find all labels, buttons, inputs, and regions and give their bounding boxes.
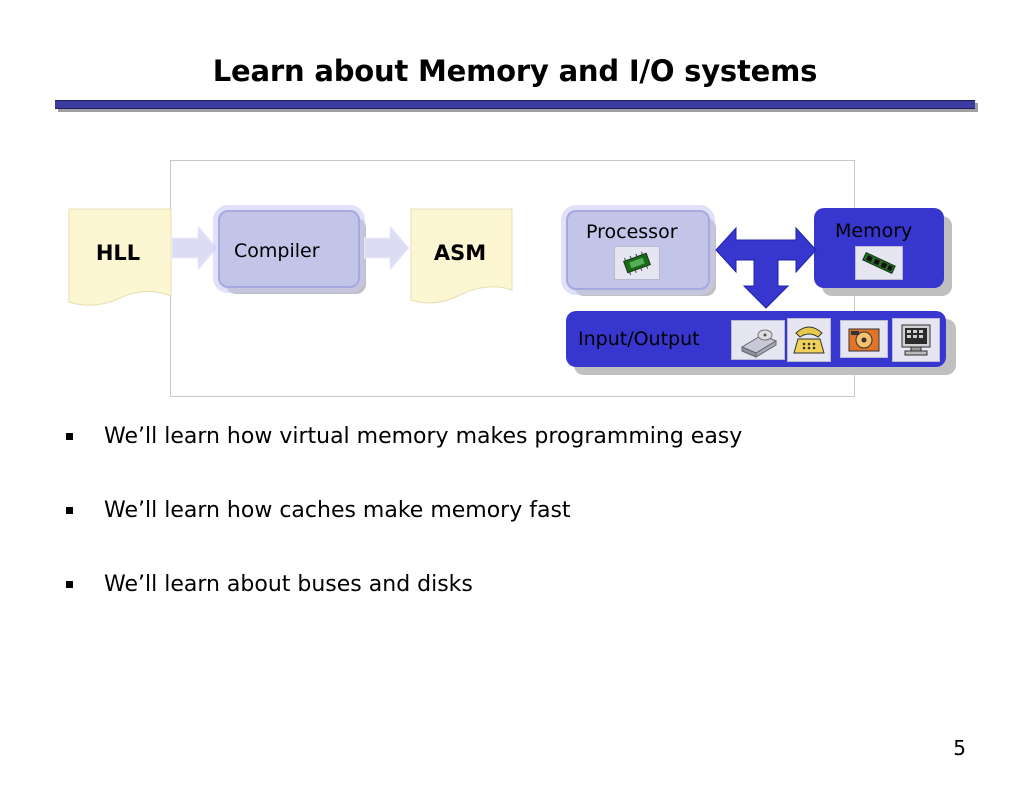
- bullet-text: We’ll learn about buses and disks: [104, 572, 473, 597]
- bus-arrow: [715, 226, 817, 309]
- bullet-icon: [66, 581, 73, 588]
- arrow-compiler-to-asm: [364, 226, 410, 270]
- compiler-box: [218, 210, 360, 288]
- hll-label: HLL: [95, 241, 141, 265]
- cpu-chip-icon: [614, 246, 660, 280]
- title-underline: [55, 100, 975, 109]
- disk-drive-icon: [731, 320, 785, 360]
- bullet-icon: [66, 507, 73, 514]
- page-number: 5: [953, 736, 966, 760]
- telephone-icon: [787, 318, 831, 362]
- hll-document: [68, 208, 172, 306]
- asm-document: [410, 208, 513, 304]
- processor-label: Processor: [586, 221, 678, 243]
- disk-icon: [840, 320, 888, 358]
- computer-monitor-icon: [892, 318, 940, 362]
- bullet-text: We’ll learn how virtual memory makes pro…: [104, 424, 743, 449]
- arrow-hll-to-compiler: [172, 226, 218, 270]
- asm-label: ASM: [433, 241, 487, 265]
- memory-module-icon: [855, 246, 903, 280]
- io-label: Input/Output: [578, 328, 700, 350]
- memory-label: Memory: [835, 220, 913, 242]
- bullet-icon: [66, 433, 73, 440]
- slide-title: Learn about Memory and I/O systems: [212, 54, 818, 88]
- compiler-label: Compiler: [234, 240, 320, 262]
- bullet-text: We’ll learn how caches make memory fast: [104, 498, 571, 523]
